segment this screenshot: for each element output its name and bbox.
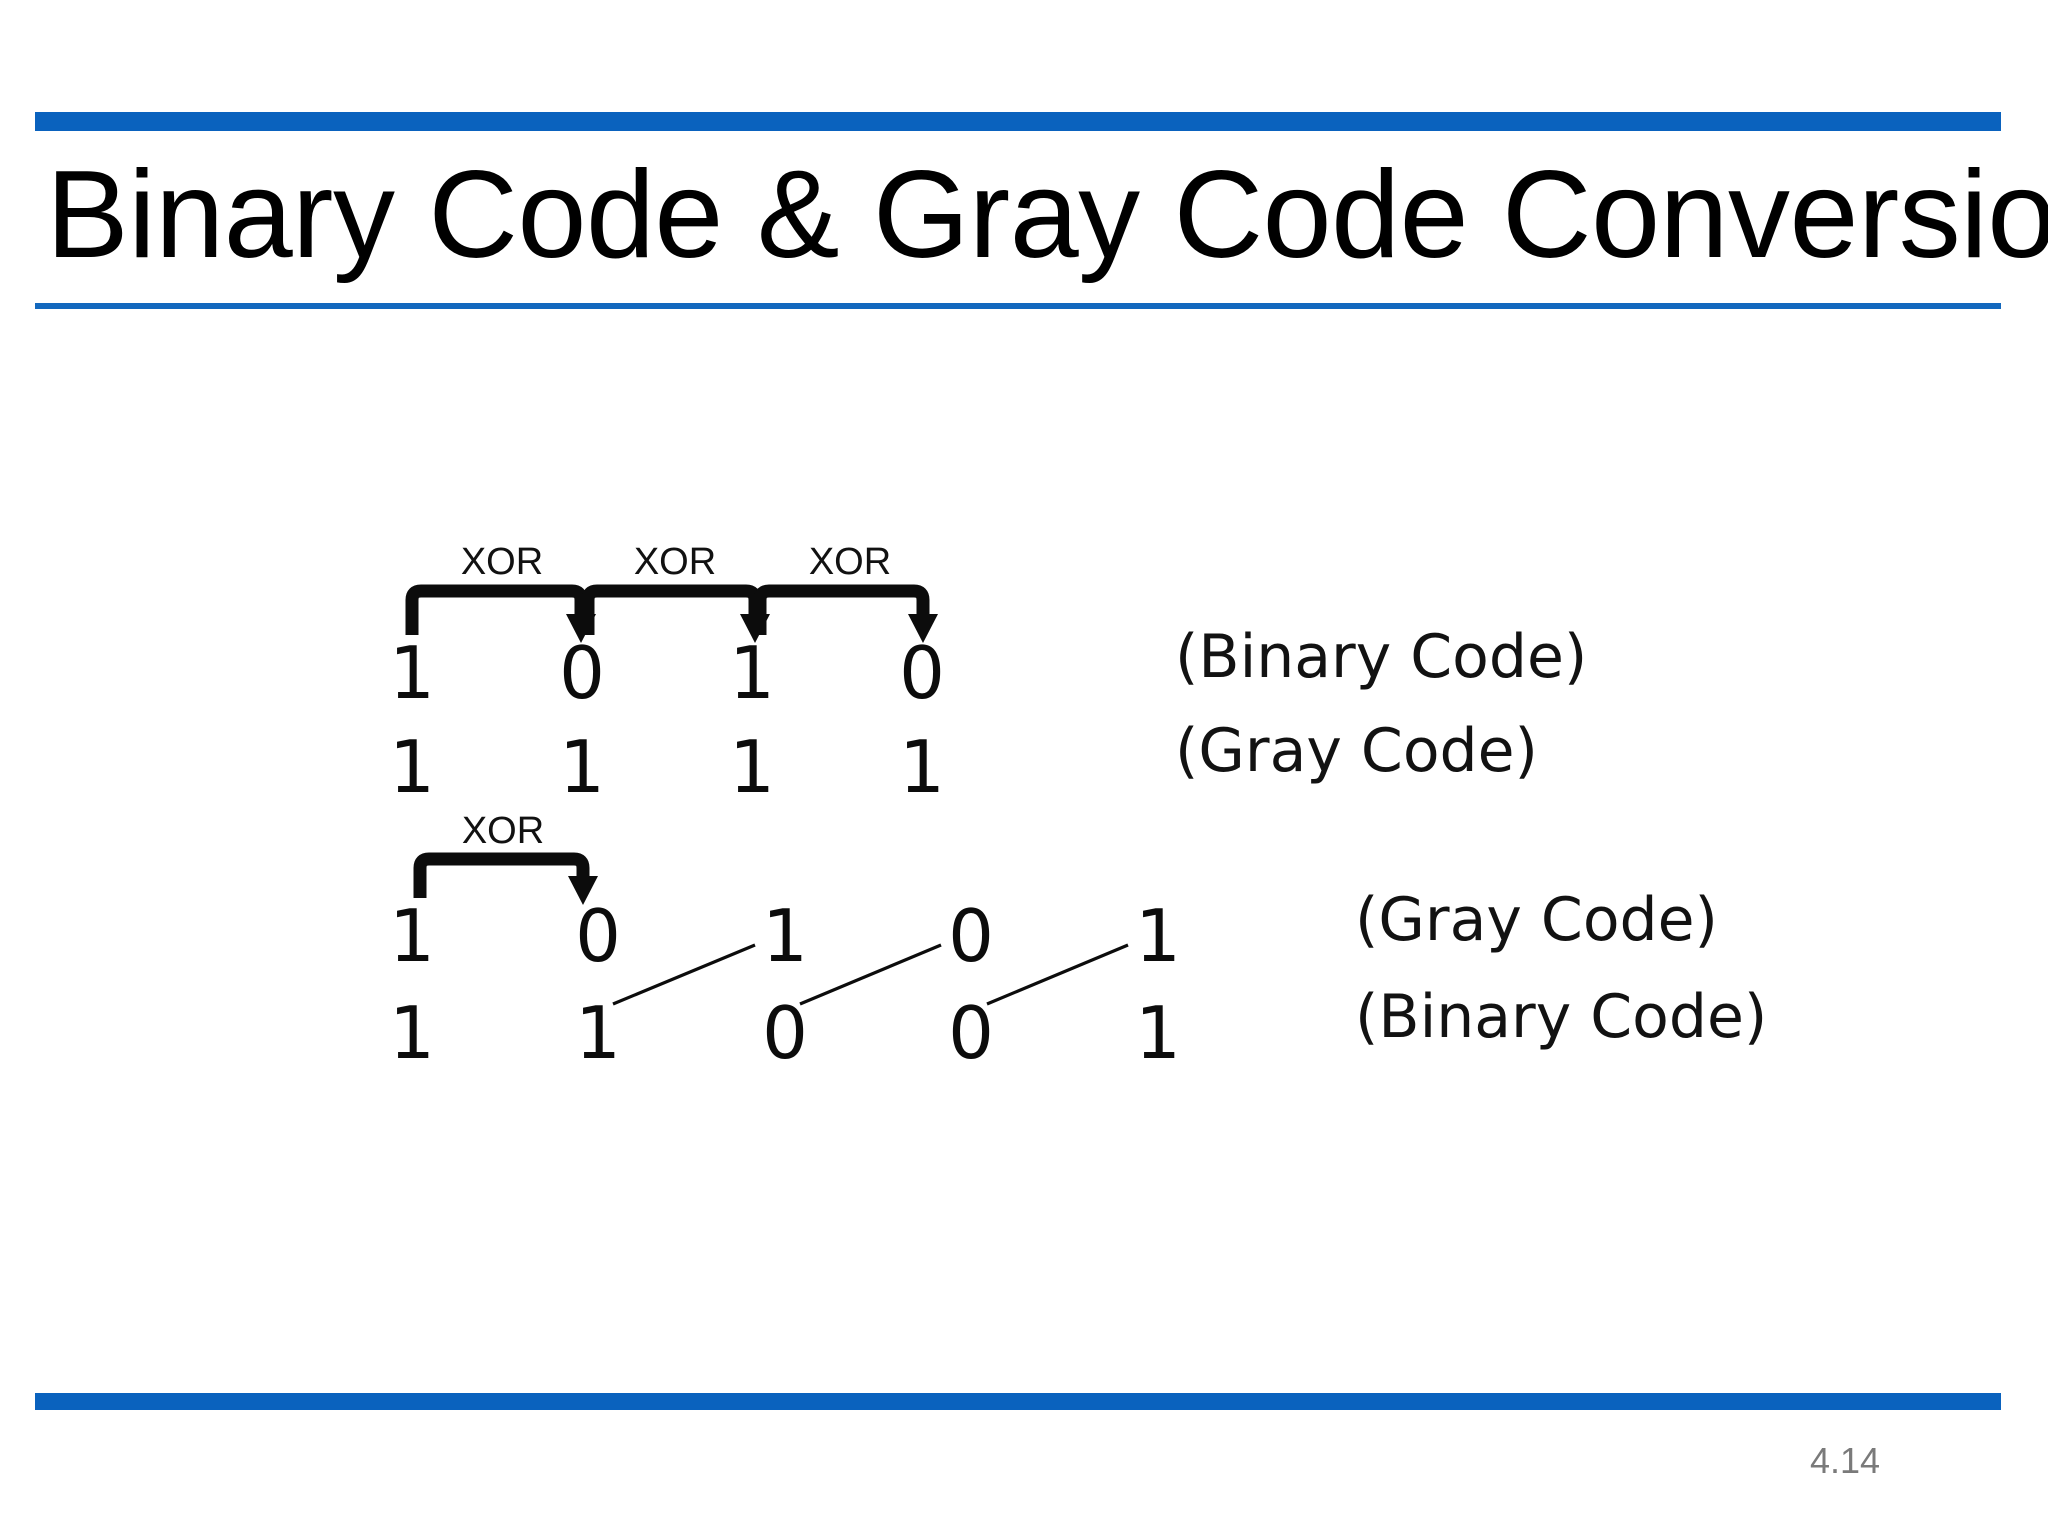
xor-label-2: XOR: [633, 541, 717, 583]
page-title: Binary Code & Gray Code Conversion: [46, 146, 2048, 284]
xor-arrow-4: [413, 852, 598, 905]
diagonal-connector-2: [799, 943, 942, 1006]
xor-label-1: XOR: [460, 541, 544, 583]
binary-output-digit-0: 1: [389, 991, 435, 1075]
binary-output-digit-3: 0: [948, 991, 994, 1075]
binary-input-digit-1: 0: [559, 631, 605, 715]
diagonal-connector-1: [612, 943, 756, 1006]
page-number: 4.14: [1810, 1440, 1881, 1481]
footer-accent-bar: [35, 1393, 2001, 1410]
binary-output-digit-1: 1: [575, 991, 621, 1075]
header-accent-bar: [35, 112, 2001, 131]
binary-input-digit-3: 0: [899, 631, 945, 715]
binary-input-digit-2: 1: [729, 631, 775, 715]
gray-output-digit-0: 1: [389, 725, 435, 809]
gray-output-digit-1: 1: [559, 725, 605, 809]
binary-output-row-label: (Binary Code): [1355, 982, 1768, 1052]
xor-label-3: XOR: [808, 541, 892, 583]
binary-input-row-label: (Binary Code): [1175, 622, 1588, 692]
gray-input-digit-3: 0: [948, 894, 994, 978]
gray-input-digit-4: 1: [1135, 894, 1181, 978]
gray-input-digit-0: 1: [389, 894, 435, 978]
gray-input-row-label: (Gray Code): [1355, 885, 1718, 955]
diagonal-connector-3: [986, 943, 1129, 1006]
gray-output-row-label: (Gray Code): [1175, 716, 1538, 786]
gray-input-digit-2: 1: [762, 894, 808, 978]
xor-label-4: XOR: [461, 810, 545, 852]
title-underline-rule: [35, 303, 2001, 309]
binary-output-digit-4: 1: [1135, 991, 1181, 1075]
gray-input-digit-1: 0: [575, 894, 621, 978]
binary-input-digit-0: 1: [389, 631, 435, 715]
gray-output-digit-2: 1: [729, 725, 775, 809]
binary-output-digit-2: 0: [762, 991, 808, 1075]
gray-output-digit-3: 1: [899, 725, 945, 809]
